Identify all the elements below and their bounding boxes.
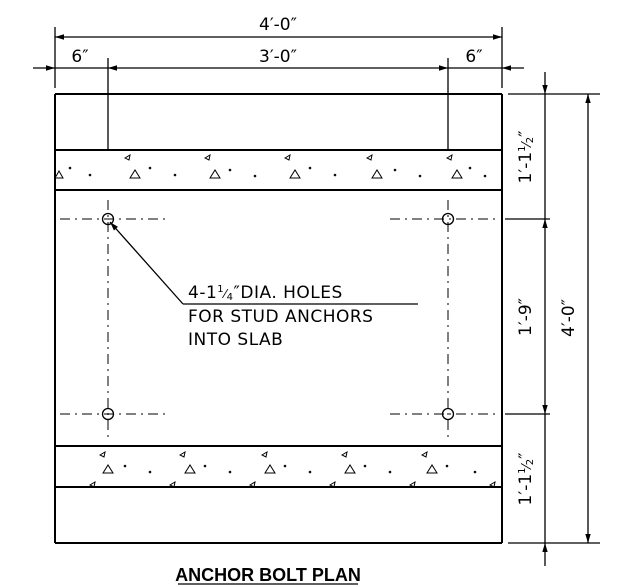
note-line-1: 4-11⁄4″DIA. HOLES [188, 283, 343, 303]
aggregate-hatch-bottom [88, 450, 496, 488]
concrete-strip-top [54, 149, 502, 191]
dimension-label-middle-segment: 1′-9″ [516, 298, 536, 336]
dimension-overall-height: 4′-0″ [559, 94, 591, 543]
dimension-bolt-row: 6″ 3′-0″ 6″ [33, 47, 524, 71]
anchor-hole [441, 212, 455, 226]
hole-callout: 4-11⁄4″DIA. HOLES FOR STUD ANCHORS INTO … [109, 221, 418, 350]
leader-line [109, 221, 184, 305]
dimension-overall-width: 4′-0″ [55, 15, 502, 40]
dimension-vertical-chain: 1′-11⁄2″ 1′-9″ 1′-11⁄2″ [516, 72, 548, 566]
concrete-strip-bottom [55, 445, 502, 488]
dimension-label-overall-width: 4′-0″ [259, 15, 297, 35]
dimension-label-bottom-segment: 1′-11⁄2″ [516, 453, 536, 506]
dimension-label-top-segment: 1′-11⁄2″ [516, 131, 536, 184]
slab-outline [54, 93, 503, 544]
anchor-hole [101, 212, 115, 226]
note-line-3: INTO SLAB [188, 330, 283, 350]
dimension-label-right-edge: 6″ [465, 47, 482, 67]
aggregate-hatch-top [54, 153, 487, 179]
anchor-holes [101, 212, 455, 421]
dimension-label-left-edge: 6″ [71, 47, 88, 67]
bolt-centerlines [60, 200, 500, 440]
drawing-title: ANCHOR BOLT PLAN [175, 565, 361, 585]
dimension-label-overall-height: 4′-0″ [559, 299, 579, 337]
anchor-hole [101, 407, 115, 421]
note-line-2: FOR STUD ANCHORS [188, 307, 373, 327]
anchor-hole [441, 407, 455, 421]
drawing-title-text: ANCHOR BOLT PLAN [175, 565, 361, 585]
dimension-label-bolt-spacing: 3′-0″ [259, 47, 297, 67]
